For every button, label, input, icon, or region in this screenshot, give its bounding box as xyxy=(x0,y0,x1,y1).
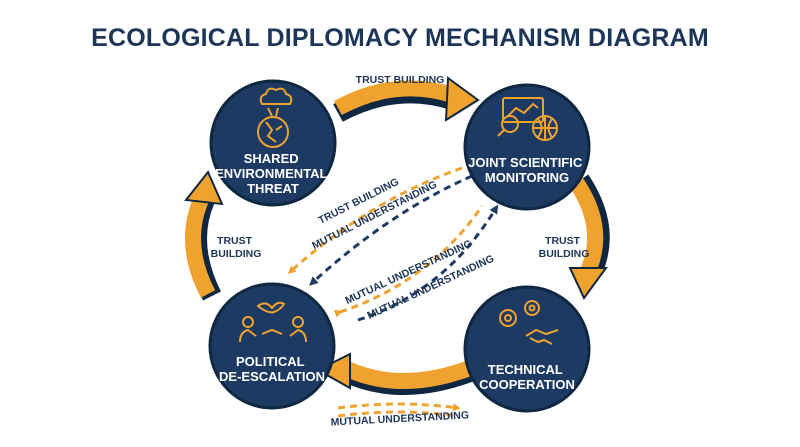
dashed-arrow-joint-to-political-navy xyxy=(357,204,499,322)
gears-handshake-icon xyxy=(499,300,559,345)
node-label-political: POLITICAL DE-ESCALATION xyxy=(219,354,325,384)
dashed-arrow-political-to-joint-navy xyxy=(309,174,473,286)
node-technical-cooperation: TECHNICAL COOPERATION xyxy=(463,285,591,413)
node-label-joint: JOINT SCIENTIFIC MONITORING xyxy=(468,155,586,185)
node-label-technical: TECHNICAL COOPERATION xyxy=(479,362,575,392)
dashed-arrow-political-to-joint-orange xyxy=(333,205,484,318)
node-joint-scientific-monitoring: JOINT SCIENTIFIC MONITORING xyxy=(463,83,591,211)
dashed-arrow-joint-to-political-orange xyxy=(287,166,463,275)
node-label-shared: SHARED ENVIRONMENTAL THREAT xyxy=(215,151,331,196)
arrow-shared-to-joint xyxy=(333,76,480,122)
arrow-joint-to-technical xyxy=(568,174,610,300)
node-shared-environmental-threat: SHARED ENVIRONMENTAL THREAT xyxy=(209,79,337,207)
label-bottom-mutual-understanding: MUTUAL UNDERSTANDING xyxy=(330,409,469,428)
label-left-trust-building: TRUST BUILDING xyxy=(211,235,262,260)
globe-magnifier-chart-icon xyxy=(497,97,558,141)
dashed-arrow-bottom xyxy=(337,402,461,418)
arrow-political-to-shared xyxy=(184,170,224,301)
arrow-technical-to-political xyxy=(315,352,474,395)
erupting-earth-icon xyxy=(257,87,293,148)
label-right-trust-building: TRUST BUILDING xyxy=(539,235,590,260)
label-top-trust-building: TRUST BUILDING xyxy=(356,74,445,86)
node-political-de-escalation: POLITICAL DE-ESCALATION xyxy=(208,282,336,410)
dove-handshake-icon xyxy=(239,301,307,343)
diagram-title: ECOLOGICAL DIPLOMACY MECHANISM DIAGRAM xyxy=(91,24,709,52)
